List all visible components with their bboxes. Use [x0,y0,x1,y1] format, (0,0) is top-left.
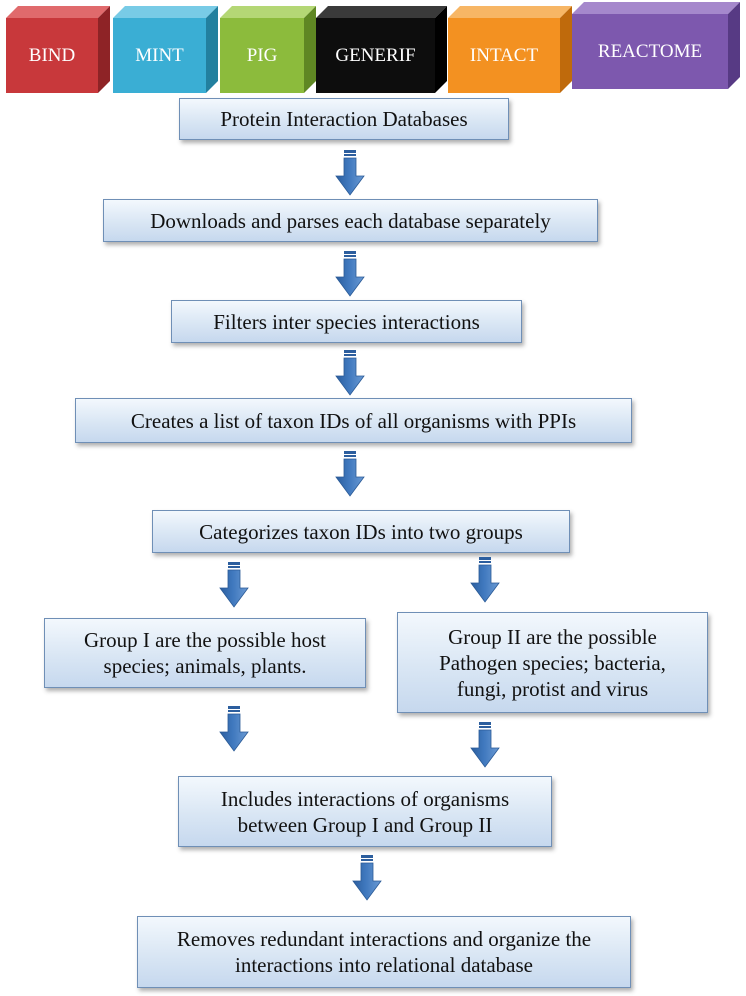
down-arrow-icon [219,562,249,608]
step-download-parse: Downloads and parses each database separ… [103,199,598,242]
group-one-box: Group I are the possible host species; a… [44,618,366,688]
down-arrow-icon [219,706,249,752]
database-generif: GENERIF [316,6,447,93]
database-mint: MINT [113,6,218,93]
block-side [98,6,110,93]
database-label: PIG [220,18,304,93]
step-filter-inter-species: Filters inter species interactions [171,300,522,343]
block-side [304,6,316,93]
step-taxon-list: Creates a list of taxon IDs of all organ… [75,398,632,443]
down-arrow-icon [335,350,365,396]
block-side [435,6,447,93]
down-arrow-icon [335,451,365,497]
block-top [220,6,316,18]
step-remove-redundant: Removes redundant interactions and organ… [137,916,631,988]
block-side [728,2,740,89]
database-label: REACTOME [572,14,728,89]
block-top [113,6,218,18]
step-include-interactions: Includes interactions of organisms betwe… [178,776,552,847]
database-reactome: REACTOME [572,2,740,89]
down-arrow-icon [470,722,500,768]
database-label: INTACT [448,18,560,93]
block-top [6,6,110,18]
database-label: GENERIF [316,18,435,93]
step-categorize: Categorizes taxon IDs into two groups [152,510,570,553]
down-arrow-icon [335,150,365,196]
database-pig: PIG [220,6,316,93]
down-arrow-icon [470,557,500,603]
database-label: MINT [113,18,206,93]
block-side [206,6,218,93]
block-top [572,2,740,14]
down-arrow-icon [335,251,365,297]
database-bind: BIND [6,6,110,93]
block-side [560,6,572,93]
step-protein-interaction-databases: Protein Interaction Databases [179,98,509,140]
down-arrow-icon [352,855,382,901]
database-intact: INTACT [448,6,572,93]
block-top [316,6,447,18]
database-label: BIND [6,18,98,93]
block-top [448,6,572,18]
group-two-box: Group II are the possible Pathogen speci… [397,612,708,713]
